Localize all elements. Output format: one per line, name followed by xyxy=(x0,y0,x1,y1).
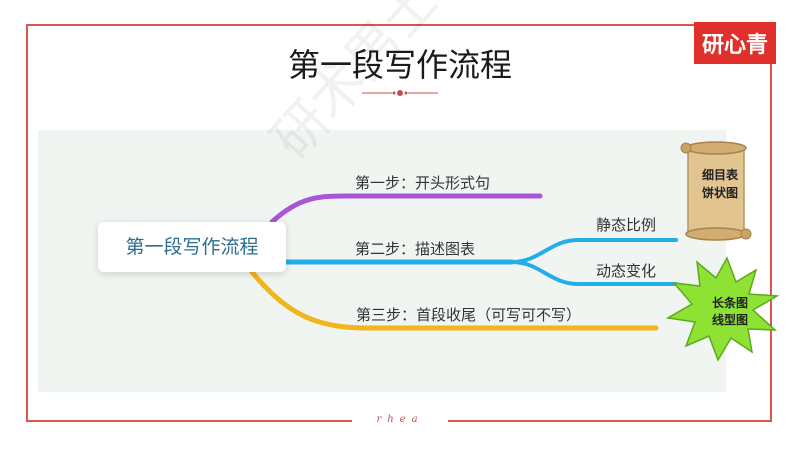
central-node-box xyxy=(98,222,286,272)
starburst-callout-text: 长条图 线型图 xyxy=(690,295,770,329)
step2-label: 第二步：描述图表 xyxy=(355,240,476,258)
step2-child-static-label: 静态比例 xyxy=(596,216,657,234)
footer-signature: rhea xyxy=(376,414,424,425)
title-ornament xyxy=(362,90,438,96)
scroll-shape xyxy=(680,141,752,241)
branch-step2-static xyxy=(510,238,678,264)
branch-step2-dynamic xyxy=(510,260,678,286)
scroll-callout-line-2: 饼状图 xyxy=(701,186,738,200)
step1-label: 第一步：开头形式句 xyxy=(355,174,491,192)
starburst-callout-line-2: 线型图 xyxy=(711,313,748,327)
starburst-callout-line-1: 长条图 xyxy=(711,296,748,310)
scroll-callout-text: 细目表 饼状图 xyxy=(690,166,750,202)
branch-step3 xyxy=(249,269,659,331)
slide-title: 第一段写作流程 xyxy=(287,46,512,84)
footer-mask xyxy=(352,413,448,431)
branch-step1 xyxy=(269,193,543,225)
starburst-shape xyxy=(665,256,780,362)
step2-child-dynamic-label: 动态变化 xyxy=(596,262,657,280)
step3-label: 第三步：首段收尾（可写可不写） xyxy=(356,306,582,324)
central-node-label: 第一段写作流程 xyxy=(125,236,259,258)
brand-logo: 研心青 xyxy=(694,22,776,64)
scroll-callout-line-1: 细目表 xyxy=(701,168,738,182)
